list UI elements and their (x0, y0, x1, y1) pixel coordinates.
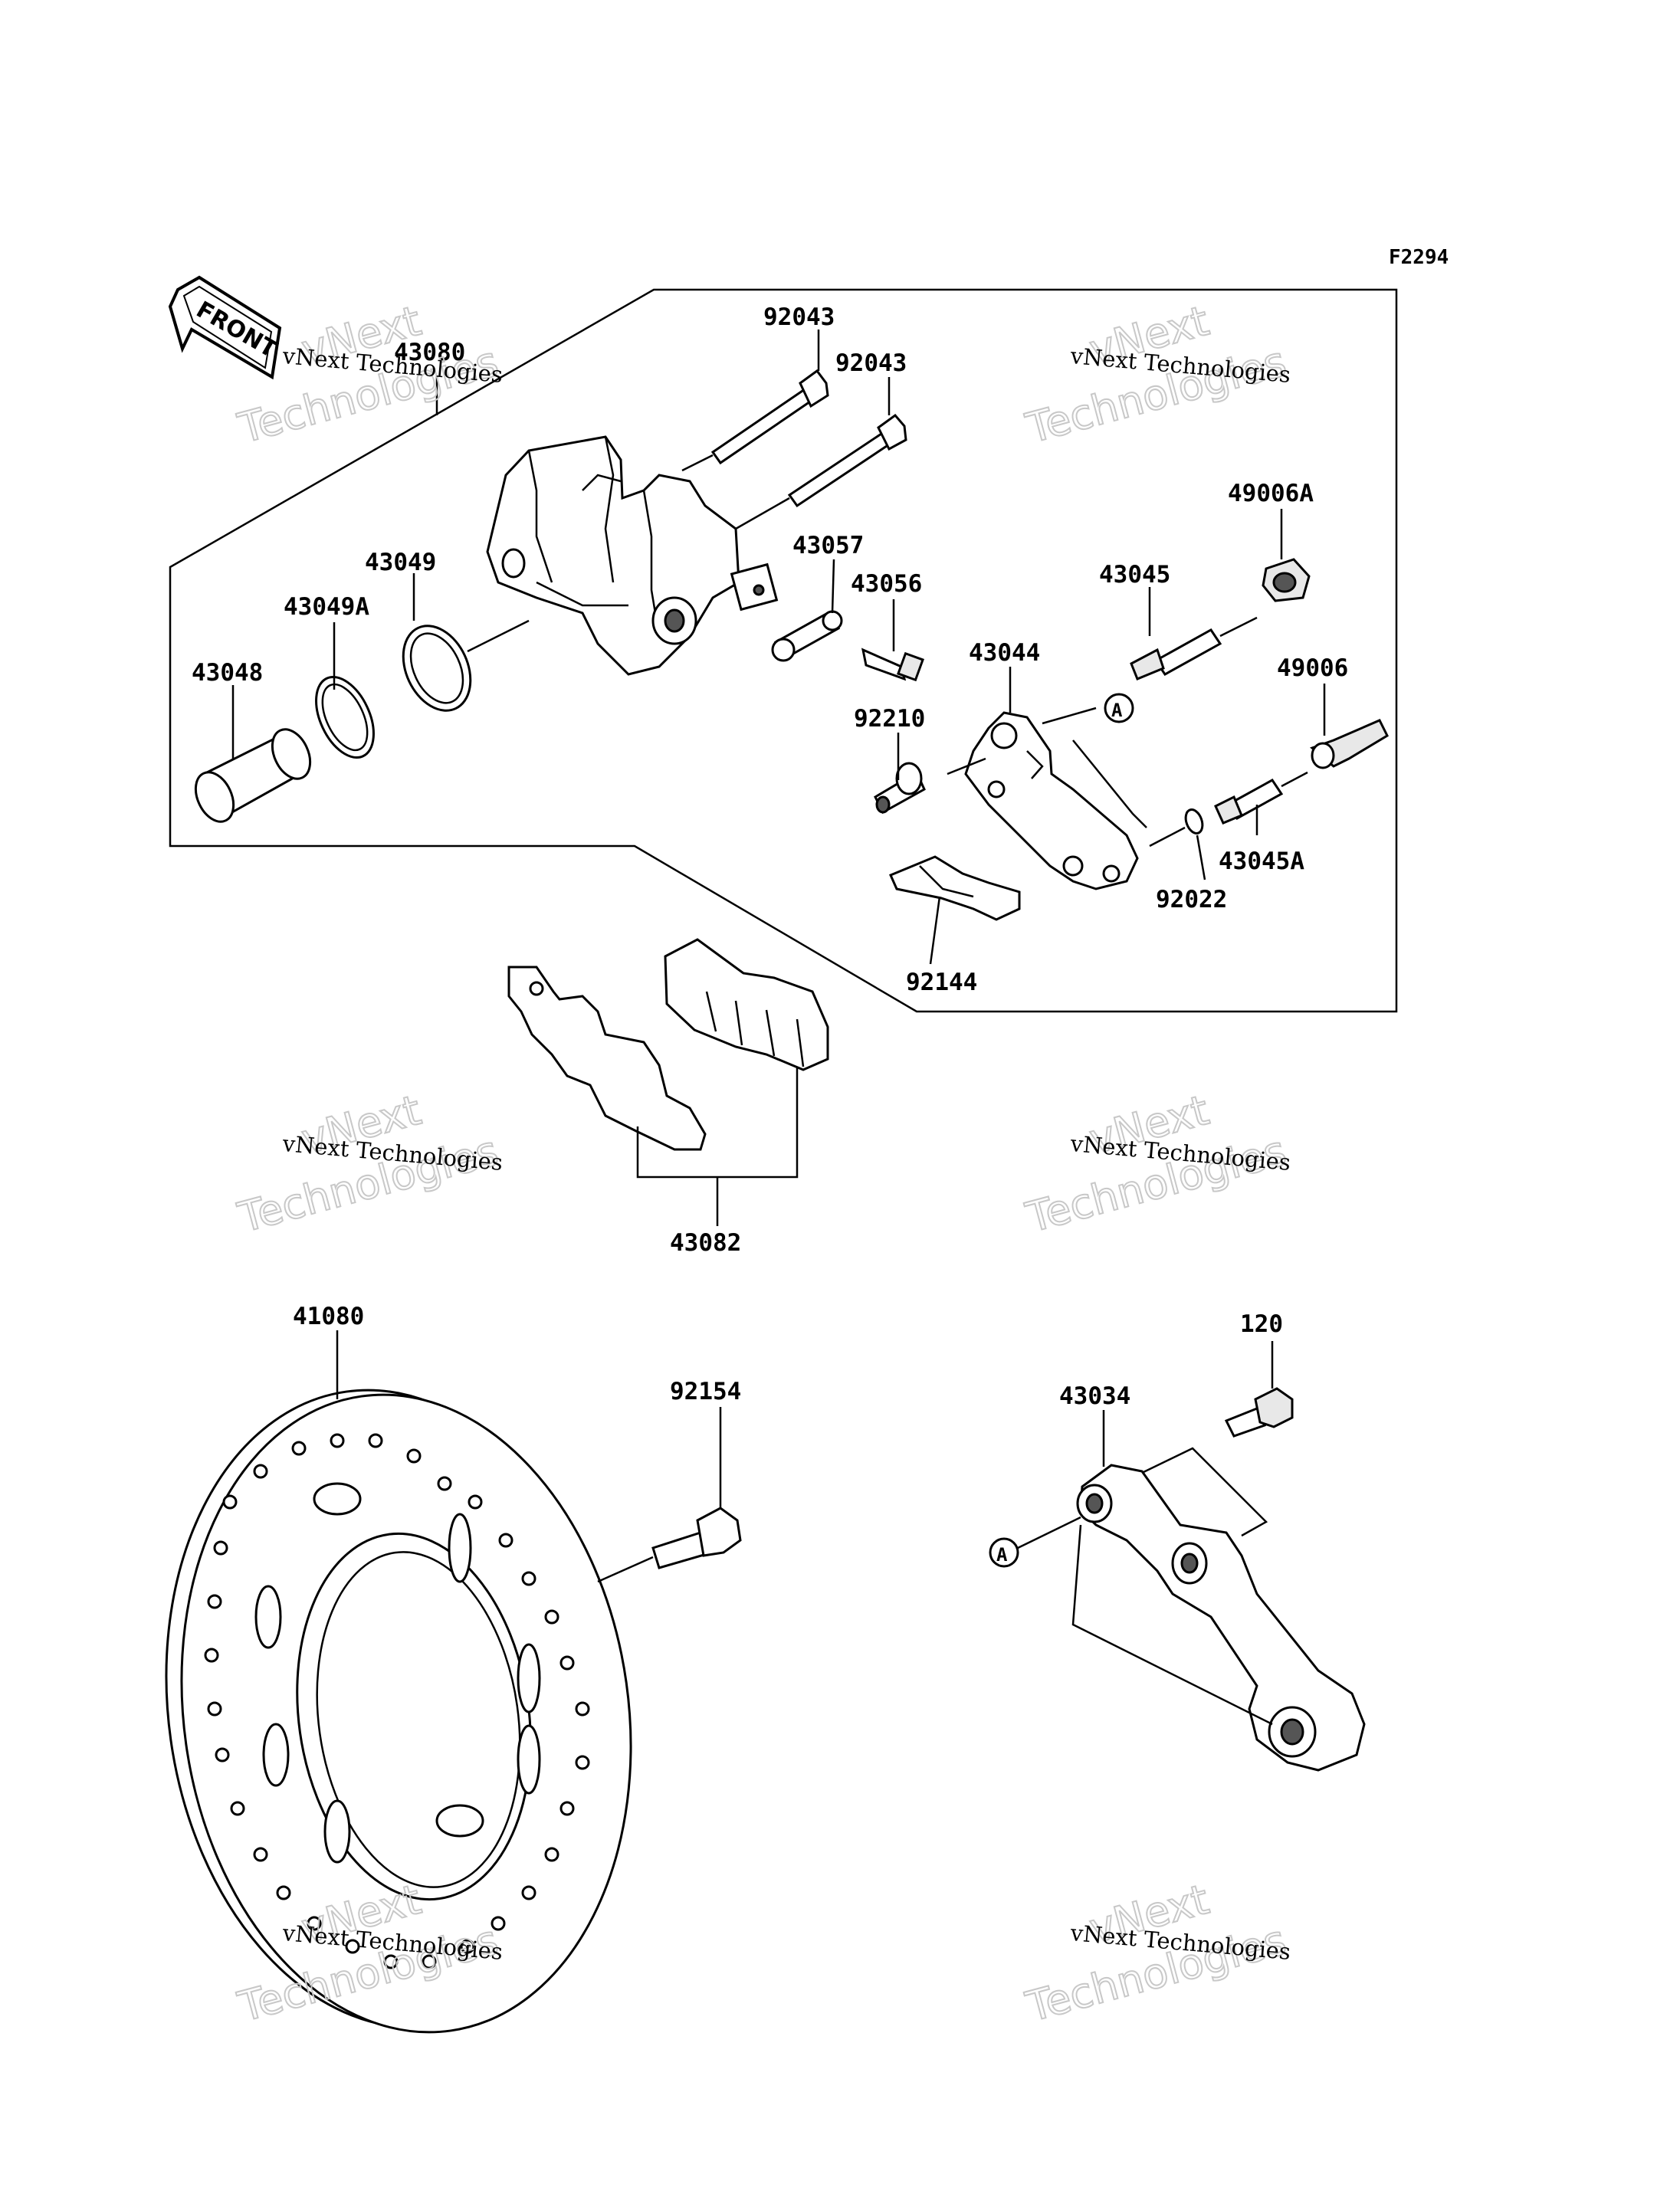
pin-boot-lower (1310, 719, 1389, 769)
brake-pad-lining (664, 938, 829, 1071)
label-92022: 92022 (1156, 886, 1227, 913)
torque-bracket (1076, 1464, 1366, 1772)
bracket-pin (874, 762, 926, 815)
pad-spring (889, 855, 1021, 921)
slide-pin-upper (1130, 616, 1258, 680)
label-92210: 92210 (854, 705, 925, 733)
watermark-4: Technologies vNext vNext Technologies (1020, 1085, 1291, 1243)
ref-marker-a-lower: A (989, 1516, 1081, 1568)
label-92043-b: 92043 (835, 349, 907, 377)
watermark-2: Technologies vNext vNext Technologies (1020, 296, 1291, 454)
label-43049a: 43049A (284, 593, 369, 621)
label-49006a: 49006A (1228, 480, 1314, 507)
svg-text:A: A (1111, 700, 1123, 721)
label-43049: 43049 (365, 549, 436, 576)
label-43044: 43044 (969, 639, 1040, 667)
label-92144: 92144 (906, 969, 977, 996)
bleeder-valve (861, 648, 924, 682)
watermark-3: Technologies vNext vNext Technologies (232, 1085, 504, 1243)
pin-boot-upper (1262, 558, 1311, 602)
brake-disc (165, 1389, 632, 2034)
label-43056: 43056 (851, 570, 922, 598)
slide-pin-lower (1214, 771, 1308, 825)
label-120: 120 (1240, 1310, 1283, 1338)
dust-seal (315, 675, 375, 759)
label-43045: 43045 (1099, 561, 1170, 589)
disc-bolt (597, 1507, 742, 1583)
watermark-6: Technologies vNext vNext Technologies (1020, 1874, 1291, 2032)
caliper-pin-upper (681, 369, 829, 472)
brake-pad-backing (507, 966, 707, 1151)
figure-code: F2294 (1389, 246, 1449, 269)
label-43045a: 43045A (1219, 848, 1304, 875)
label-43080: 43080 (394, 339, 465, 366)
bleeder-cap (771, 610, 843, 662)
caliper-piston (194, 728, 312, 823)
caliper-bracket (964, 711, 1139, 890)
label-43048: 43048 (192, 659, 263, 687)
label-43057: 43057 (792, 532, 864, 559)
front-arrow-icon: FRONT (168, 275, 281, 380)
piston-seal (402, 625, 472, 712)
label-92043-a: 92043 (763, 303, 835, 331)
label-43082: 43082 (670, 1229, 741, 1257)
label-41080: 41080 (293, 1303, 364, 1330)
caliper-pin-lower (735, 413, 907, 530)
ref-marker-a-upper: A (1104, 693, 1134, 723)
label-43034: 43034 (1059, 1382, 1130, 1410)
circlip (1149, 808, 1204, 848)
svg-text:A: A (996, 1544, 1008, 1566)
caliper-assembly-frame (169, 288, 1398, 1013)
caliper-body (486, 435, 779, 676)
label-92154: 92154 (670, 1378, 741, 1405)
label-49006: 49006 (1277, 654, 1348, 682)
bracket-bolt (1224, 1387, 1294, 1438)
